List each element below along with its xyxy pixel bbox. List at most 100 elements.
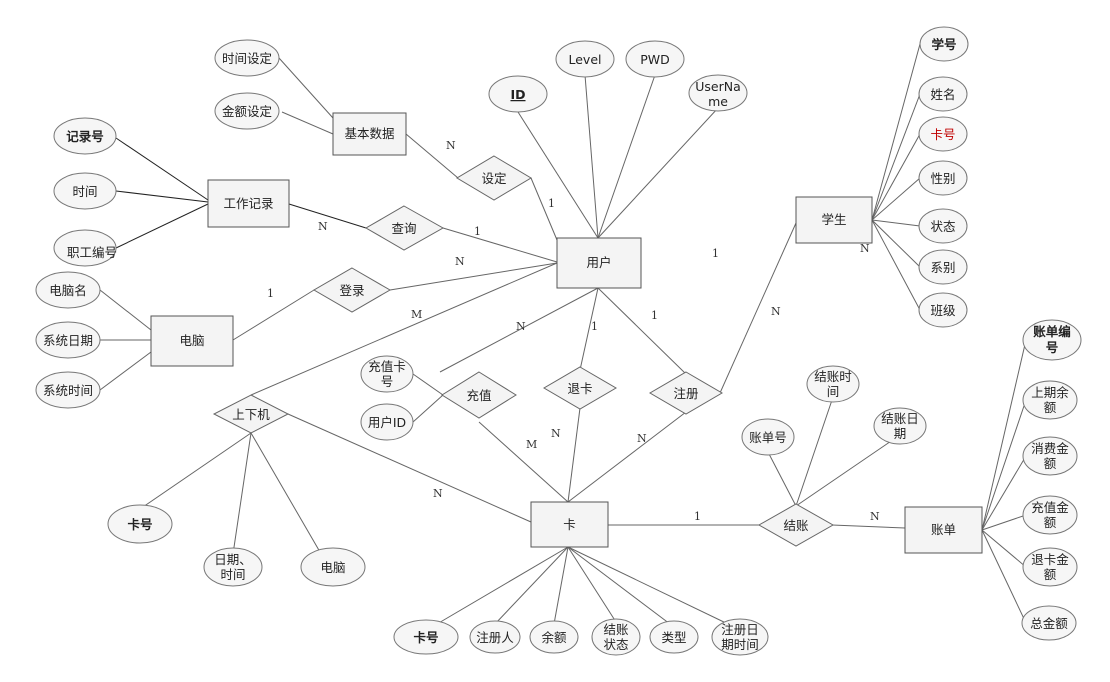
- svg-text:账单编: 账单编: [1033, 324, 1071, 339]
- attr-pwd[interactable]: PWD: [625, 40, 685, 78]
- svg-text:班级: 班级: [930, 303, 956, 318]
- card-register-student: N: [771, 305, 781, 318]
- svg-text:系别: 系别: [930, 260, 955, 275]
- entity-card[interactable]: 卡: [530, 501, 609, 548]
- entity-user[interactable]: 用户: [556, 237, 642, 289]
- attr-time-setting[interactable]: 时间设定: [214, 39, 280, 77]
- svg-text:me: me: [708, 94, 728, 109]
- attr-settle-status[interactable]: 结账 状态: [591, 618, 641, 656]
- entity-base-data[interactable]: 基本数据: [332, 112, 407, 156]
- relationship-online-offline[interactable]: 上下机: [212, 394, 290, 434]
- attr-status[interactable]: 状态: [918, 208, 968, 244]
- relationship-setting[interactable]: 设定: [456, 155, 532, 201]
- svg-text:电脑名: 电脑名: [49, 283, 87, 298]
- attr-recharge-card-no[interactable]: 充值卡 号: [360, 355, 414, 393]
- svg-text:充值卡: 充值卡: [368, 359, 406, 374]
- svg-text:基本数据: 基本数据: [344, 126, 394, 141]
- entity-work-log[interactable]: 工作记录: [207, 179, 290, 228]
- relationship-query[interactable]: 查询: [365, 205, 445, 251]
- svg-text:间: 间: [827, 384, 840, 399]
- svg-text:设定: 设定: [481, 171, 506, 186]
- card-setting-base: N: [446, 139, 456, 152]
- attr-refund-amount[interactable]: 退卡金 额: [1022, 547, 1078, 587]
- attr-consume-amount[interactable]: 消费金 额: [1022, 436, 1078, 476]
- svg-text:时间: 时间: [72, 184, 97, 199]
- attr-level[interactable]: Level: [555, 40, 615, 78]
- svg-text:日期、: 日期、: [214, 552, 252, 567]
- attr-prev-balance[interactable]: 上期余 额: [1022, 380, 1078, 420]
- card-online-user: M: [411, 308, 422, 321]
- attr-name[interactable]: 姓名: [918, 76, 968, 112]
- svg-text:状态: 状态: [930, 219, 955, 234]
- attr-date-time[interactable]: 日期、 时间: [203, 547, 263, 587]
- svg-text:额: 额: [1044, 515, 1057, 530]
- svg-text:额: 额: [1044, 400, 1057, 415]
- svg-text:退卡金: 退卡金: [1031, 552, 1069, 567]
- svg-text:金额设定: 金额设定: [222, 104, 272, 119]
- svg-text:注册人: 注册人: [476, 630, 514, 645]
- entity-bill[interactable]: 账单: [904, 506, 983, 554]
- attr-settle-date[interactable]: 结账日 期: [873, 407, 927, 445]
- card-student-n: N: [860, 242, 870, 255]
- svg-text:卡号: 卡号: [930, 127, 955, 142]
- attr-gender[interactable]: 性别: [918, 160, 968, 196]
- svg-text:充值: 充值: [466, 388, 491, 403]
- relationship-refund-card[interactable]: 退卡: [543, 366, 617, 410]
- card-login-computer: 1: [267, 287, 274, 300]
- svg-text:结账时: 结账时: [814, 369, 852, 384]
- card-settle-bill: N: [870, 510, 880, 523]
- relationship-settle[interactable]: 结账: [757, 503, 835, 547]
- attr-staff-no[interactable]: 职工编号: [53, 229, 117, 267]
- svg-text:性别: 性别: [930, 171, 955, 186]
- svg-text:退卡: 退卡: [567, 381, 592, 396]
- svg-text:系统日期: 系统日期: [43, 333, 93, 348]
- attr-recharge-amount[interactable]: 充值金 额: [1022, 495, 1078, 535]
- attr-sys-time[interactable]: 系统时间: [35, 371, 101, 409]
- svg-text:上下机: 上下机: [232, 407, 270, 422]
- card-register-user: 1: [651, 309, 658, 322]
- card-query-user: 1: [474, 225, 481, 238]
- attr-reg-datetime[interactable]: 注册日 期时间: [711, 618, 769, 656]
- svg-text:电脑: 电脑: [179, 333, 204, 348]
- attr-class[interactable]: 班级: [918, 292, 968, 328]
- svg-text:账单号: 账单号: [749, 430, 787, 445]
- attr-settle-time[interactable]: 结账时 间: [806, 365, 860, 403]
- attr-student-no[interactable]: 学号: [919, 26, 969, 62]
- svg-text:卡号: 卡号: [127, 517, 152, 532]
- cardinality-labels: N 1 N 1 1 N M N 1 1 1 N N M N N N 1 N: [267, 139, 880, 523]
- svg-text:上期余: 上期余: [1031, 385, 1069, 400]
- attr-total-amount[interactable]: 总金额: [1021, 605, 1077, 641]
- attr-student-card-no[interactable]: 卡号: [918, 116, 968, 152]
- entity-student[interactable]: 学生: [795, 196, 873, 244]
- svg-text:查询: 查询: [391, 221, 416, 236]
- attr-card-type[interactable]: 类型: [649, 620, 699, 654]
- svg-text:姓名: 姓名: [930, 87, 955, 102]
- attr-department[interactable]: 系别: [918, 249, 968, 285]
- entity-computer[interactable]: 电脑: [150, 315, 234, 367]
- attr-balance[interactable]: 余额: [529, 620, 579, 654]
- attr-user-id[interactable]: ID: [488, 75, 548, 113]
- attr-bill-no[interactable]: 账单号: [741, 418, 795, 456]
- attr-recharge-user-id[interactable]: 用户ID: [360, 403, 414, 441]
- svg-text:结账: 结账: [603, 622, 629, 637]
- attr-online-computer[interactable]: 电脑: [300, 547, 366, 587]
- attr-bill-id[interactable]: 账单编 号: [1022, 319, 1082, 361]
- relationship-recharge[interactable]: 充值: [441, 371, 517, 419]
- attr-time[interactable]: 时间: [53, 172, 117, 210]
- attr-amount-setting[interactable]: 金额设定: [214, 92, 280, 130]
- card-card-settle: 1: [694, 510, 701, 523]
- attr-online-card-no[interactable]: 卡号: [107, 504, 173, 544]
- attr-registrar[interactable]: 注册人: [469, 620, 521, 654]
- card-refund-card: N: [551, 427, 561, 440]
- relationship-login[interactable]: 登录: [313, 267, 391, 313]
- attr-username[interactable]: UserNa me: [688, 74, 748, 112]
- svg-text:结账: 结账: [783, 518, 809, 533]
- attr-sys-date[interactable]: 系统日期: [35, 321, 101, 359]
- svg-text:登录: 登录: [339, 283, 364, 298]
- attr-pc-name[interactable]: 电脑名: [35, 271, 101, 309]
- attr-record-no[interactable]: 记录号: [53, 117, 117, 155]
- svg-text:额: 额: [1044, 456, 1057, 471]
- relationship-register[interactable]: 注册: [649, 371, 723, 415]
- attr-card-no[interactable]: 卡号: [393, 619, 459, 655]
